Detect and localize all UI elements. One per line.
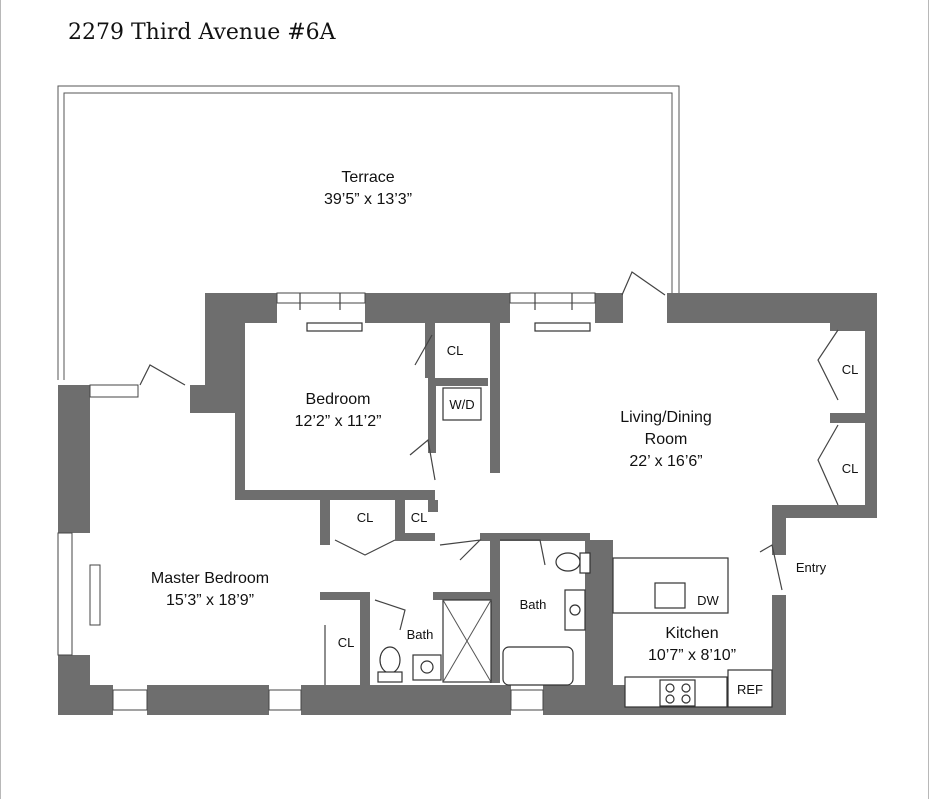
bathtub-icon xyxy=(502,646,574,686)
master-bedroom-dims: 15’3” x 18’9” xyxy=(166,592,254,609)
doors xyxy=(139,271,839,631)
refrigerator-box xyxy=(727,669,773,708)
closet-label-living-2: CL xyxy=(842,461,859,476)
living-name-line1: Living/Dining xyxy=(620,409,712,426)
room-labels: Terrace 39’5” x 13’3” Bedroom 12’2” x 11… xyxy=(151,169,858,697)
fixtures xyxy=(324,387,773,708)
kitchen-dims: 10’7” x 8’10” xyxy=(648,647,736,664)
bath-label-2: Bath xyxy=(407,627,434,642)
dishwasher-label: DW xyxy=(697,593,719,608)
refrigerator-label: REF xyxy=(737,682,763,697)
bedroom-dims: 12’2” x 11’2” xyxy=(295,413,382,430)
toilet-icon-2 xyxy=(555,552,581,572)
closet-label-hall-2: CL xyxy=(411,510,428,525)
kitchen-sink-icon xyxy=(654,582,686,609)
bedroom-name: Bedroom xyxy=(306,391,371,408)
terrace-dims: 39’5” x 13’3” xyxy=(324,191,412,208)
stove-icon xyxy=(659,679,696,707)
page-title: 2279 Third Avenue #6A xyxy=(68,20,336,45)
terrace-name: Terrace xyxy=(341,169,394,186)
bath-label-1: Bath xyxy=(520,597,547,612)
terrace-outline xyxy=(57,85,680,380)
entry-label: Entry xyxy=(796,560,827,575)
living-name-line2: Room xyxy=(645,431,688,448)
washer-dryer-label: W/D xyxy=(449,397,474,412)
closet-label-hall-1: CL xyxy=(357,510,374,525)
windows xyxy=(57,292,596,711)
kitchen-name: Kitchen xyxy=(665,625,718,642)
closet-label-living-1: CL xyxy=(842,362,859,377)
washer-dryer-box xyxy=(442,387,482,421)
toilet-icon xyxy=(379,646,401,674)
closet-label-bedroom: CL xyxy=(447,343,464,358)
closet-label-master: CL xyxy=(338,635,355,650)
interior-walls xyxy=(235,323,865,685)
master-bedroom-name: Master Bedroom xyxy=(151,570,269,587)
living-dims: 22’ x 16’6” xyxy=(629,453,702,470)
